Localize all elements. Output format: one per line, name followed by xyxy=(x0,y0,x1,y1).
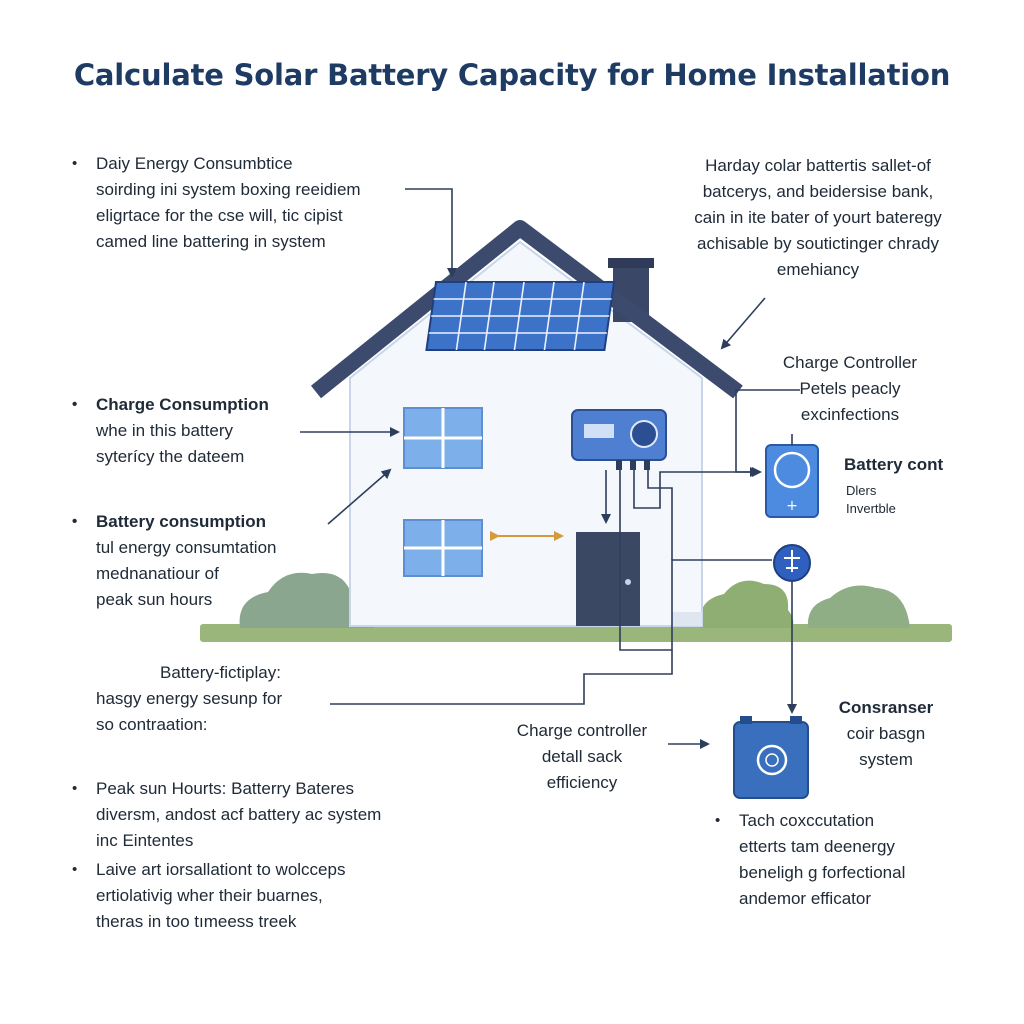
text-hardy-battery: Harday colar battertis sallet-of batcery… xyxy=(650,153,986,283)
solar-panel-array xyxy=(425,281,616,351)
arrow-battery-to-window xyxy=(327,468,392,525)
battery-box xyxy=(733,716,809,799)
shrub-center xyxy=(699,580,794,628)
text-tach-computation: Tach coxccutation etterts tam deenergy b… xyxy=(739,808,905,912)
label-battery-cont: Battery cont xyxy=(844,452,943,478)
text-line: Harday colar battertis sallet-of xyxy=(705,156,931,175)
text-line: so contraation: xyxy=(96,715,208,734)
inverter-device xyxy=(571,409,667,470)
svg-text:+: + xyxy=(786,498,798,514)
text-line: whe in this battery xyxy=(96,421,234,440)
roof xyxy=(310,220,743,399)
battery-unit: + xyxy=(765,444,819,518)
text-line: emehiancy xyxy=(776,260,860,279)
inverter-round xyxy=(773,544,811,582)
ground-grass xyxy=(200,624,952,642)
page-title: Calculate Solar Battery Capacity for Hom… xyxy=(73,58,951,92)
text-line: cain in ite bater of yourt bateregy xyxy=(694,208,942,227)
text-line: inc Eintentes xyxy=(96,831,194,850)
text-line: diversm, andost acf battery ac system xyxy=(96,805,382,824)
text-line: Tach coxccutation xyxy=(739,808,905,834)
text-charge-consumption: Charge Consumption whe in this battery s… xyxy=(96,392,269,470)
text-line: beneligh g forfectional xyxy=(739,863,906,882)
text-line: achisable by soutictinger chrady xyxy=(697,234,939,253)
arrow-hardy-to-roof xyxy=(720,297,766,350)
text-heading: Charge Consumption xyxy=(96,392,269,418)
text-heading: Battery cont xyxy=(844,455,944,474)
text-line: eligrtace for the cse will, tic cipist xyxy=(96,206,343,225)
text-heading: Battery-fictiplay: xyxy=(160,663,281,682)
text-line: camed line battering in system xyxy=(96,232,326,251)
shrub-left xyxy=(239,572,375,628)
text-line: Invertble xyxy=(846,501,896,516)
text-line: soirding ini system boxing reeidiem xyxy=(96,180,361,199)
text-line: ertiolativig wher their buarnes, xyxy=(96,886,323,905)
text-line: excinfections xyxy=(800,405,900,424)
text-line: Dlers xyxy=(846,483,877,498)
text-line: syterícy the dateem xyxy=(96,447,245,466)
text-line: hasgy energy sesunp for xyxy=(96,689,283,708)
window-upper xyxy=(403,407,483,469)
label-battery-sub: Dlers Invertble xyxy=(846,482,896,518)
text-daily-energy: Daiy Energy Consumbtice soirding ini sys… xyxy=(96,151,361,255)
text-line: Daiy Energy Consumbtice xyxy=(96,151,361,177)
door xyxy=(576,532,640,626)
shrub-right xyxy=(807,585,910,628)
text-battery-fictiplay: Battery-fictiplay: hasgy energy sesunp f… xyxy=(96,660,282,738)
text-heading: Consranser xyxy=(838,698,934,717)
text-laive-installation: Laive art iorsallationt to wolcceps erti… xyxy=(96,857,345,935)
text-line: peak sun hours xyxy=(96,590,213,609)
text-line: Laive art iorsallationt to wolcceps xyxy=(96,857,345,883)
text-line: Charge controller xyxy=(516,721,648,740)
text-line: coir basgn xyxy=(846,724,926,743)
text-line: Petels peacly xyxy=(799,379,901,398)
text-line: batcerys, and beidersise bank, xyxy=(702,182,934,201)
text-consranser: Consranser coir basgn system xyxy=(820,695,952,773)
text-heading: Batterу consumption xyxy=(96,509,277,535)
text-line: Peak sun Hourts: Batterry Bateres xyxy=(96,776,381,802)
arrow-daily-to-panel xyxy=(405,188,457,278)
text-line: tul energy consumtation xyxy=(96,538,277,557)
text-line: theras in too tımeess treek xyxy=(96,912,297,931)
text-peak-sun: Peak sun Hourts: Batterry Bateres divers… xyxy=(96,776,381,854)
text-line: detall sack xyxy=(541,747,623,766)
text-controller-detail: Charge controller detall sack efficiency xyxy=(494,718,670,796)
text-line: etterts tam deenergy xyxy=(739,837,895,856)
text-charge-controller: Charge Controller Petels peacly excinfec… xyxy=(744,350,956,428)
window-lower xyxy=(403,519,483,577)
text-line: andemor efficator xyxy=(739,889,871,908)
text-line: system xyxy=(859,750,913,769)
text-battery-consumption: Batterу consumption tul energy consumtat… xyxy=(96,509,277,613)
text-line: efficiency xyxy=(546,773,618,792)
text-heading: Charge Controller xyxy=(782,353,918,372)
text-line: mednanatiour of xyxy=(96,564,219,583)
